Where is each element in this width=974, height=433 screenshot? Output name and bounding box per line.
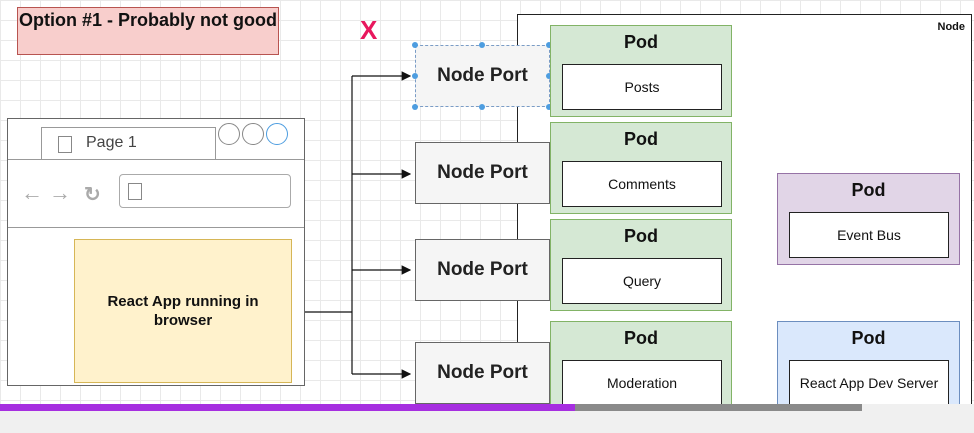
pod-service-label: Posts — [562, 64, 722, 110]
pod-comments[interactable]: Pod Comments — [550, 122, 732, 214]
node-label: Node — [937, 21, 966, 33]
pod-service-label: Query — [562, 258, 722, 304]
option-title: Option #1 - Probably not good — [17, 7, 279, 55]
video-progress-fill[interactable] — [0, 404, 575, 411]
browser-tab[interactable]: Page 1 — [41, 127, 216, 159]
node-port-1[interactable]: Node Port — [415, 45, 550, 107]
pod-title: Pod — [624, 129, 658, 149]
back-arrow-icon[interactable]: ← — [21, 180, 43, 205]
page-icon — [128, 183, 142, 200]
pod-service-label: React App Dev Server — [789, 360, 949, 406]
pod-query[interactable]: Pod Query — [550, 219, 732, 311]
pod-event-bus[interactable]: Pod Event Bus — [777, 173, 960, 265]
tab-divider — [8, 159, 304, 160]
address-bar[interactable] — [119, 174, 291, 208]
selection-handle[interactable] — [546, 42, 552, 48]
pod-title: Pod — [851, 328, 886, 348]
browser-window: Page 1 ← → ↻ React App running in browse… — [7, 118, 305, 386]
pod-title: Pod — [624, 328, 658, 348]
selection-handle[interactable] — [546, 104, 552, 110]
pod-moderation[interactable]: Pod Moderation — [550, 321, 732, 406]
pod-service-label: Comments — [562, 161, 722, 207]
pod-title: Pod — [624, 226, 658, 246]
page-icon — [58, 136, 72, 153]
pod-service-label: Event Bus — [789, 212, 949, 258]
node-port-4[interactable]: Node Port — [415, 342, 550, 404]
pod-posts[interactable]: Pod Posts — [550, 25, 732, 117]
tab-label: Page 1 — [86, 134, 137, 151]
window-circle-icon[interactable] — [218, 123, 240, 145]
selection-handle[interactable] — [479, 42, 485, 48]
selection-handle[interactable] — [412, 104, 418, 110]
selection-handle[interactable] — [546, 73, 552, 79]
react-app-box: React App running in browser — [74, 239, 292, 383]
selection-handle[interactable] — [479, 104, 485, 110]
forward-arrow-icon[interactable]: → — [49, 180, 71, 205]
pod-title: Pod — [624, 32, 658, 52]
node-port-3[interactable]: Node Port — [415, 239, 550, 301]
pod-react-dev-server[interactable]: Pod React App Dev Server — [777, 321, 960, 406]
window-circle-icon[interactable] — [242, 123, 264, 145]
reload-icon[interactable]: ↻ — [84, 184, 101, 206]
reject-mark: X — [360, 15, 378, 45]
window-circle-icon[interactable] — [266, 123, 288, 145]
toolbar-divider — [8, 227, 304, 228]
pod-service-label: Moderation — [562, 360, 722, 406]
selection-handle[interactable] — [412, 42, 418, 48]
pod-title: Pod — [851, 180, 886, 200]
node-port-2[interactable]: Node Port — [415, 142, 550, 204]
selection-handle[interactable] — [412, 73, 418, 79]
